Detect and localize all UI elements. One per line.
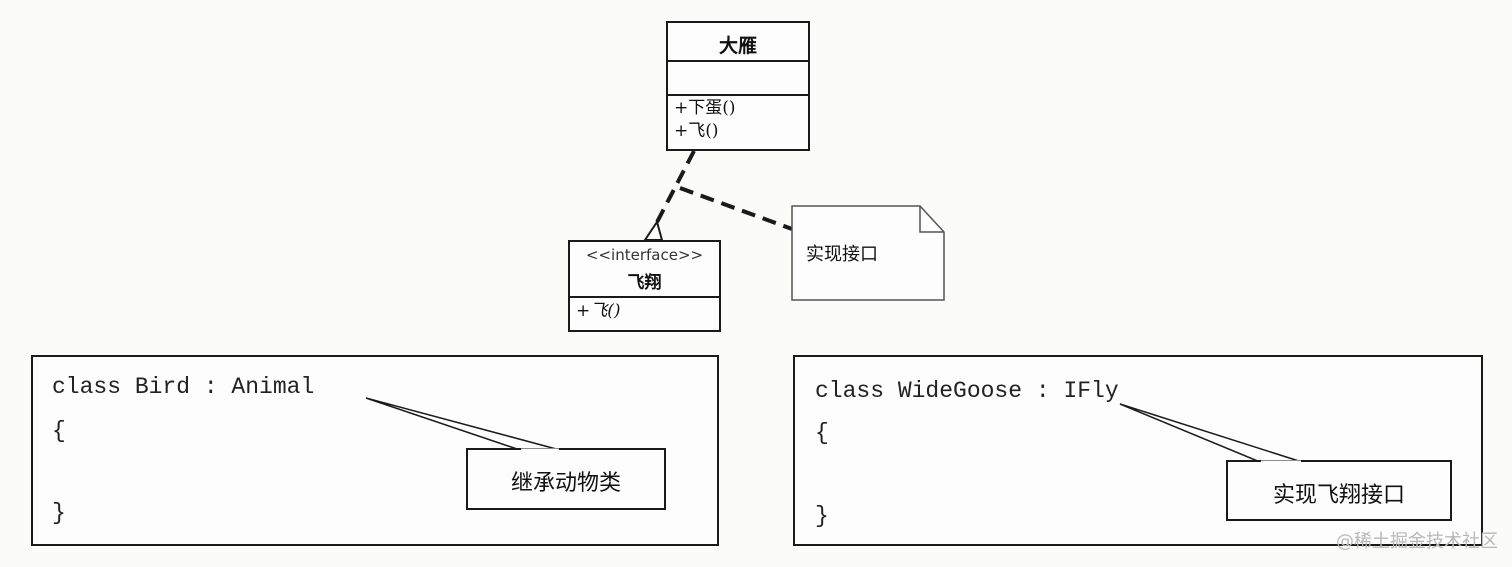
goose-method-divider	[668, 94, 808, 96]
note-fold	[919, 206, 944, 233]
left-code-line: class Bird : Animal	[52, 374, 315, 400]
left-callout-box	[466, 448, 666, 510]
left-callout-text: 继承动物类	[510, 471, 621, 496]
goose-method-fly: +飞()	[674, 121, 719, 141]
note-text: 实现接口	[806, 244, 878, 265]
note-anchor-line	[679, 186, 793, 231]
goose-attr-divider	[668, 60, 808, 62]
goose-class-box: 大雁 +下蛋() +飞()	[666, 21, 810, 151]
fly-interface-box: <<interface>> 飞翔 +飞()	[568, 240, 721, 332]
watermark: @稀土掘金技术社区	[1336, 531, 1498, 552]
goose-class-name: 大雁	[718, 35, 757, 57]
right-close-brace: }	[815, 503, 829, 529]
right-open-brace: {	[815, 420, 829, 446]
left-open-brace: {	[52, 418, 66, 444]
realization-arrowhead	[643, 219, 664, 241]
interface-method-fly: +飞()	[576, 301, 621, 321]
right-callout-text: 实现飞翔接口	[1272, 483, 1405, 508]
interface-stereotype: <<interface>>	[585, 246, 704, 264]
goose-method-lay-egg: +下蛋()	[674, 98, 736, 118]
left-close-brace: }	[52, 500, 66, 526]
right-code-line: class WideGoose : IFly	[815, 378, 1119, 404]
interface-name: 飞翔	[627, 273, 662, 293]
note-shape	[791, 205, 945, 301]
interface-divider	[570, 296, 719, 298]
realization-line	[653, 150, 696, 227]
right-callout-box	[1226, 460, 1452, 521]
